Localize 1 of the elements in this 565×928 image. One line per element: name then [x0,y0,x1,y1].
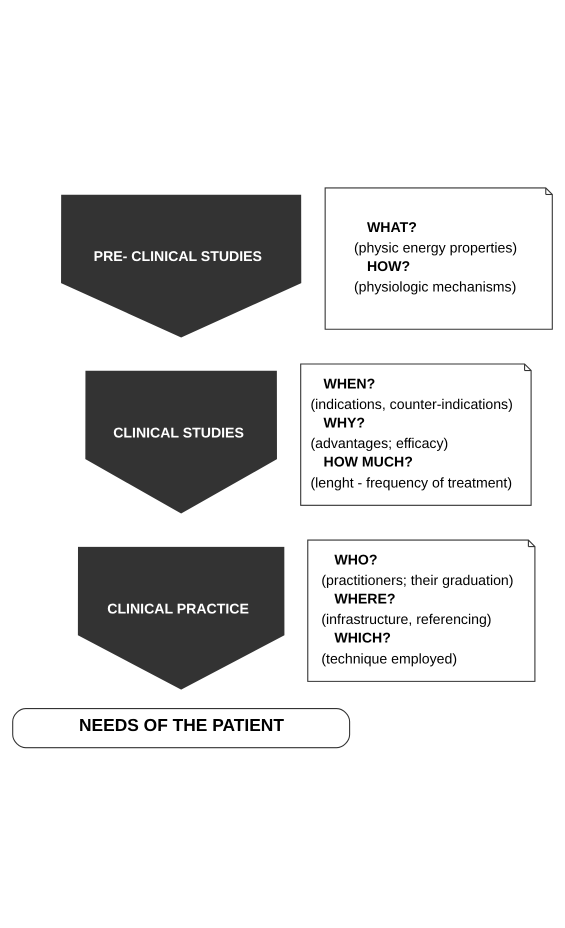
node-box: NEEDS OF THE PATIENT [12,708,350,748]
